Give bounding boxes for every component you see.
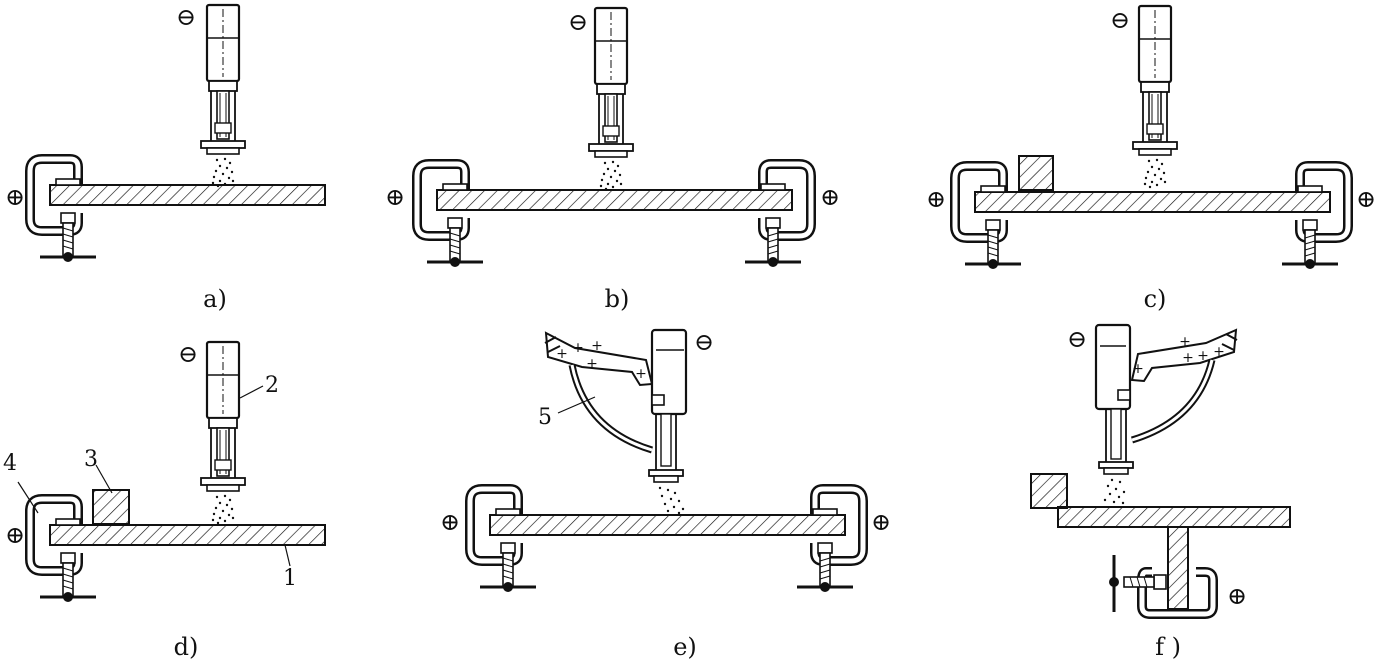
positive-terminal-symbol: ⊕ <box>1227 582 1247 610</box>
leader-line-4 <box>17 481 39 514</box>
c-clamp-left <box>955 166 1021 269</box>
negative-terminal-symbol: ⊖ <box>1067 325 1087 353</box>
c-clamp <box>1109 555 1218 619</box>
leader-line-3 <box>95 464 113 494</box>
negative-terminal-symbol: ⊖ <box>694 328 714 356</box>
c-clamp <box>30 159 96 262</box>
negative-terminal-symbol: ⊖ <box>176 3 196 31</box>
negative-terminal-symbol: ⊖ <box>568 8 588 36</box>
welding-torch <box>1131 4 1179 190</box>
negative-terminal-symbol: ⊖ <box>1110 6 1130 34</box>
positive-terminal-symbol-right: ⊕ <box>1356 185 1376 213</box>
charge-mark: + <box>591 338 603 354</box>
stop-block <box>1030 473 1068 509</box>
c-clamp <box>30 499 96 602</box>
workpiece-plate <box>49 524 326 546</box>
panel-caption-e: e) <box>673 633 697 661</box>
positive-terminal-symbol-right: ⊕ <box>820 183 840 211</box>
part-number-2: 2 <box>265 373 279 398</box>
charge-mark: + <box>1213 344 1225 360</box>
spray-gun <box>1094 323 1238 505</box>
workpiece-plate <box>974 191 1331 213</box>
welding-torch <box>199 3 247 189</box>
part-number-5: 5 <box>538 405 552 430</box>
vertical-rib <box>1167 526 1189 610</box>
leader-line-2 <box>239 385 264 399</box>
c-clamp-right <box>797 489 863 592</box>
positive-terminal-symbol: ⊕ <box>5 521 25 549</box>
negative-terminal-symbol: ⊖ <box>178 340 198 368</box>
panel-caption-d: d) <box>174 633 199 661</box>
panel-caption-b: b) <box>605 285 630 313</box>
charge-mark: + <box>1132 361 1144 377</box>
panel-caption-c: c) <box>1144 285 1167 313</box>
part-number-1: 1 <box>283 566 297 591</box>
charge-mark: + <box>556 346 568 362</box>
positive-terminal-symbol-right: ⊕ <box>871 508 891 536</box>
part-number-3: 3 <box>84 447 98 472</box>
leader-line-1 <box>284 544 291 567</box>
stop-block <box>92 489 130 525</box>
workpiece-plate <box>49 184 326 206</box>
charge-mark: + <box>572 340 584 356</box>
panel-f: + + + + + ⊖ ⊕ f ) <box>1030 323 1291 661</box>
charge-mark: + <box>1182 350 1194 366</box>
positive-terminal-symbol-left: ⊕ <box>385 183 405 211</box>
part-number-4: 4 <box>3 451 17 476</box>
panel-caption-f: f ) <box>1155 633 1181 661</box>
panel-b: ⊖ ⊕ ⊕ b) <box>385 6 840 313</box>
c-clamp-left <box>470 489 536 592</box>
panel-c: ⊖ ⊕ ⊕ c) <box>926 4 1376 313</box>
spray-gun <box>544 328 688 515</box>
positive-terminal-symbol-left: ⊕ <box>926 185 946 213</box>
positive-terminal-symbol: ⊕ <box>5 183 25 211</box>
panel-e: + + + + + ⊖ ⊕ ⊕ 5 e) <box>440 328 891 661</box>
workpiece-plate <box>489 514 846 536</box>
welding-torch <box>199 340 247 526</box>
c-clamp-right <box>1282 166 1348 269</box>
c-clamp-left <box>417 164 483 267</box>
leader-line-5 <box>557 396 596 414</box>
positive-terminal-symbol-left: ⊕ <box>440 508 460 536</box>
charge-mark: + <box>1197 348 1209 364</box>
welding-torch <box>587 6 635 192</box>
workpiece-plate <box>1057 506 1291 528</box>
panel-caption-a: a) <box>203 285 227 313</box>
panel-a: ⊖ ⊕ a) <box>5 3 326 313</box>
panel-d: ⊖ ⊕ 2 3 4 1 d) <box>3 340 326 661</box>
workpiece-plate <box>436 189 793 211</box>
charge-mark: + <box>635 366 647 382</box>
c-clamp-right <box>745 164 811 267</box>
stop-block <box>1018 155 1054 191</box>
charge-mark: + <box>586 356 598 372</box>
charge-mark: + <box>1179 334 1191 350</box>
